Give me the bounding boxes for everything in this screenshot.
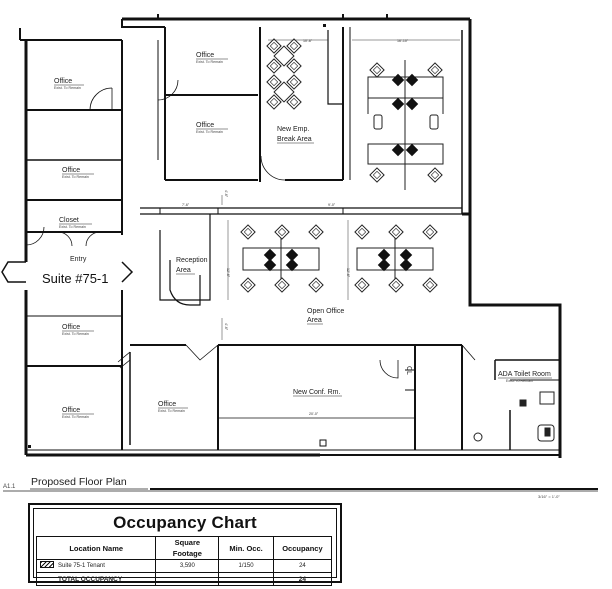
room-note: Exist. To Remain bbox=[196, 130, 223, 134]
cell-location-text: Suite 75-1 Tenant bbox=[58, 562, 105, 569]
cell-location: Suite 75-1 Tenant bbox=[35, 559, 157, 573]
cell-empty bbox=[218, 572, 274, 586]
room-break-area-2: Break Area bbox=[277, 136, 312, 143]
room-closet-cl: CL bbox=[405, 366, 412, 375]
room-entry: Entry bbox=[70, 256, 87, 263]
room-office-left-1: Office bbox=[54, 78, 72, 85]
room-labels: Office Exist. To Remain Office Exist. To… bbox=[42, 52, 551, 419]
occupancy-chart: Occupancy Chart Location Name Square Foo… bbox=[28, 503, 342, 586]
room-office-mid: Office bbox=[196, 122, 214, 129]
room-ada-toilet: ADA Toilet Room bbox=[498, 371, 551, 378]
label-underlines bbox=[54, 58, 552, 415]
room-open-office: Open Office bbox=[307, 308, 344, 315]
plan-title: Proposed Floor Plan bbox=[31, 476, 127, 488]
workstations-top bbox=[367, 60, 444, 190]
column-markers bbox=[28, 14, 388, 448]
cell-square-footage: 3,590 bbox=[155, 559, 220, 573]
col-location-name: Location Name bbox=[35, 536, 157, 560]
room-note: Exist. To Remain bbox=[158, 409, 185, 413]
room-closet: Closet bbox=[59, 217, 79, 224]
room-open-office-2: Area bbox=[307, 317, 322, 324]
table-total-row: TOTAL OCCUPANCY 24 bbox=[35, 572, 333, 586]
room-office-top: Office bbox=[196, 52, 214, 59]
room-note: Exist. To Remain bbox=[196, 60, 223, 64]
room-office-left-3: Office bbox=[62, 324, 80, 331]
table-header-row: Location Name Square Footage Min. Occ. O… bbox=[35, 536, 333, 560]
room-reception: Reception bbox=[176, 257, 208, 264]
col-min-occ: Min. Occ. bbox=[218, 536, 274, 560]
room-break-area: New Emp. bbox=[277, 126, 309, 133]
table-row: Suite 75-1 Tenant 3,590 1/150 24 bbox=[35, 559, 333, 573]
dim-text: 16'-10" bbox=[397, 39, 409, 43]
dim-text: 7'-6" bbox=[182, 203, 190, 207]
room-conference: New Conf. Rm. bbox=[293, 389, 341, 396]
cell-total-value: 24 bbox=[272, 572, 333, 586]
dimension-lines bbox=[221, 39, 460, 340]
col-occupancy: Occupancy bbox=[272, 536, 333, 560]
room-office-bottom: Office bbox=[158, 401, 176, 408]
room-reception-2: Area bbox=[176, 267, 191, 274]
dim-text: 4'-6" bbox=[224, 323, 228, 331]
cell-occupancy: 24 bbox=[272, 559, 333, 573]
room-note: Exist. To Remain bbox=[59, 225, 86, 229]
room-note: Exist. To Remain bbox=[506, 379, 533, 383]
cell-total-label-text: TOTAL OCCUPANCY bbox=[58, 575, 123, 583]
col-square-footage: Square Footage bbox=[155, 536, 220, 560]
suite-label: Suite #75-1 bbox=[42, 271, 109, 286]
sheet-code: A1.1 bbox=[3, 484, 16, 490]
occupancy-table: Location Name Square Footage Min. Occ. O… bbox=[35, 536, 333, 586]
room-note: Exist. To Remain bbox=[62, 415, 89, 419]
ada-fixtures bbox=[473, 391, 555, 442]
room-office-left-4: Office bbox=[62, 407, 80, 414]
dim-text: 20'-0" bbox=[309, 412, 319, 416]
cell-total-label: TOTAL OCCUPANCY bbox=[35, 572, 157, 586]
dim-text: 4'-6" bbox=[224, 190, 228, 198]
hatch-swatch bbox=[40, 561, 54, 569]
doors bbox=[25, 79, 476, 379]
room-note: Exist. To Remain bbox=[62, 175, 89, 179]
dim-text: 9'-0" bbox=[328, 203, 336, 207]
occupancy-chart-title: Occupancy Chart bbox=[113, 513, 257, 532]
room-office-left-2: Office bbox=[62, 167, 80, 174]
cell-min-occ: 1/150 bbox=[218, 559, 274, 573]
walls bbox=[1, 17, 562, 458]
cell-empty bbox=[155, 572, 220, 586]
dim-text: 10'-6" bbox=[303, 39, 313, 43]
room-note: Exist. To Remain bbox=[62, 332, 89, 336]
room-note: Exist. To Remain bbox=[54, 86, 81, 90]
break-tables bbox=[266, 38, 302, 110]
workstations-open-office bbox=[240, 224, 438, 293]
scale-note: 3/16" = 1'-0" bbox=[538, 494, 560, 499]
